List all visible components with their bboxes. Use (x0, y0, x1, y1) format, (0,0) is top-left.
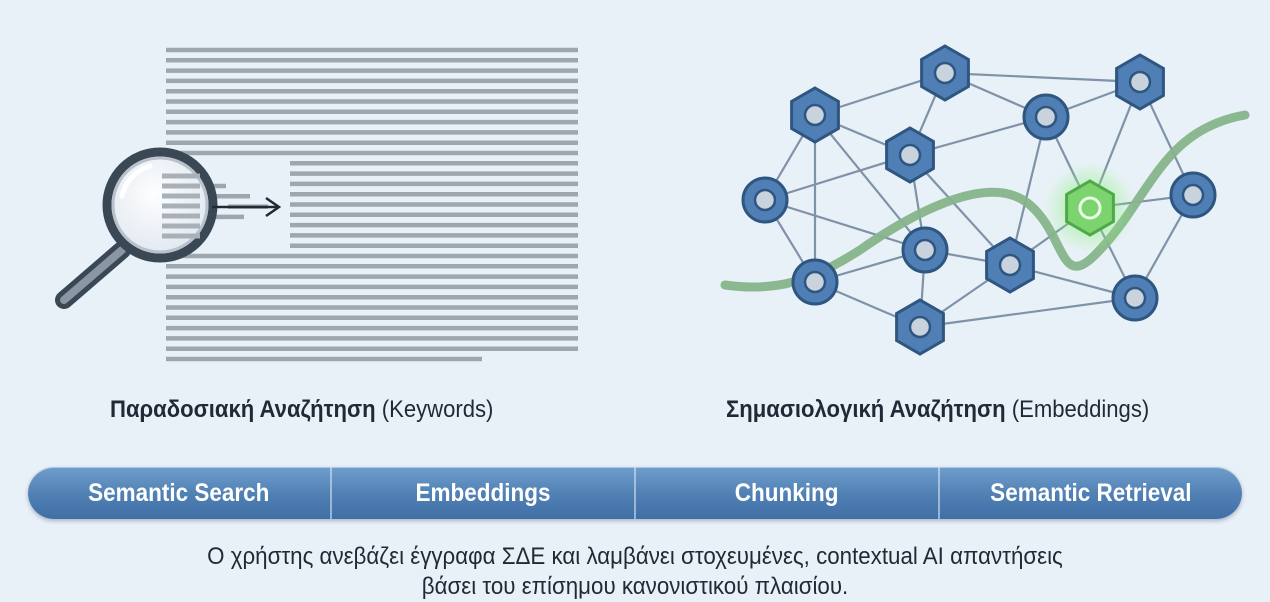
node-core (803, 103, 827, 127)
description-line-1: Ο χρήστης ανεβάζει έγγραφα ΣΔΕ και λαμβά… (207, 543, 1063, 570)
network-node (985, 236, 1035, 294)
network-edge (814, 114, 926, 251)
node-core (913, 238, 937, 262)
node-core (1123, 286, 1147, 310)
network-node (1065, 179, 1115, 237)
topic-tab-bar: Semantic Search Embeddings Chunking Sema… (28, 467, 1242, 519)
node-core (1034, 105, 1058, 129)
network-node (1022, 93, 1070, 141)
node-core (803, 270, 827, 294)
caption-semantic-bold: Σημασιολογική Αναζήτηση (726, 396, 1006, 423)
network-node (791, 258, 839, 306)
caption-semantic-light: (Embeddings) (1011, 396, 1150, 423)
tab-label: Chunking (735, 478, 839, 507)
caption-traditional-search: Παραδοσιακή Αναζήτηση (Keywords) (110, 396, 493, 424)
tab-semantic-retrieval[interactable]: Semantic Retrieval (940, 467, 1242, 519)
network-node (790, 86, 840, 144)
node-core (908, 315, 932, 339)
node-core (898, 143, 922, 167)
network-node (1169, 171, 1217, 219)
caption-traditional-light: (Keywords) (381, 396, 494, 423)
network-node (1115, 53, 1165, 111)
network-node (920, 44, 970, 102)
node-core (753, 188, 777, 212)
network-edge (764, 198, 926, 252)
tab-label: Semantic Search (88, 478, 270, 507)
description-text: Ο χρήστης ανεβάζει έγγραφα ΣΔΕ και λαμβά… (0, 542, 1270, 602)
document-text-lines (166, 47, 578, 362)
node-core (933, 61, 957, 85)
tab-chunking[interactable]: Chunking (636, 467, 940, 519)
tab-label: Semantic Retrieval (990, 478, 1192, 507)
magnified-text-lines (162, 173, 200, 239)
node-core (998, 253, 1022, 277)
node-shape (1065, 179, 1115, 237)
network-node (885, 126, 935, 184)
network-node (895, 298, 945, 356)
network-nodes (741, 44, 1217, 356)
node-core (1181, 183, 1205, 207)
network-node (901, 226, 949, 274)
network-node (1111, 274, 1159, 322)
network-node (741, 176, 789, 224)
caption-semantic-search: Σημασιολογική Αναζήτηση (Embeddings) (726, 396, 1149, 424)
tab-embeddings[interactable]: Embeddings (332, 467, 636, 519)
tab-label: Embeddings (415, 478, 551, 507)
node-core (1128, 70, 1152, 94)
description-line-2: βάσει του επίσημου κανονιστικού πλαισίου… (421, 573, 849, 600)
node-core (1078, 196, 1102, 220)
network-edge (944, 71, 1141, 84)
tab-semantic-search[interactable]: Semantic Search (28, 467, 332, 519)
caption-traditional-bold: Παραδοσιακή Αναζήτηση (110, 396, 376, 423)
network-edge (919, 296, 1136, 329)
arrow-right-icon (212, 196, 282, 218)
